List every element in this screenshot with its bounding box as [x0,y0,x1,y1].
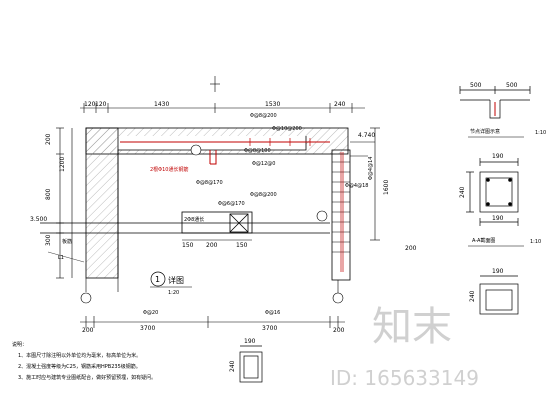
joint-detail [459,86,531,119]
top-dimension-line [80,103,365,113]
small-section-right [479,275,519,315]
joint-title: 节点详图示意 [470,128,500,135]
note-1: 1、本图尺寸除注明以外单位均为毫米，标高单位为米。 [18,352,141,359]
left-column [85,127,119,279]
bottom-dim-1: 200 [82,327,94,334]
top-dim-5: 240 [334,101,346,108]
note-2: 2、混凝土强度等级为C25，钢筋采用HPB235级钢筋。 [18,363,141,370]
top-dim-2: 120 [95,101,107,108]
label-small-box: 2根Φ10通长钢筋 [150,166,188,173]
mid-beam [40,211,330,234]
right-rebar-1: Φ@4@18 [345,183,368,189]
small-section-dim-left: 240 [469,290,476,302]
top-dim-3: 1430 [154,101,169,108]
mid-dim-3: 150 [236,242,248,249]
right-dim-1600: 1600 [383,180,390,195]
left-dim-800: 800 [45,188,52,200]
mid-dim-2: 200 [206,242,218,249]
top-axis-marker [210,76,220,92]
detail-number: 1 [155,275,160,284]
bottom-dim-3: 3700 [262,325,277,332]
top-dim-4: 1530 [265,101,280,108]
bottom-dim-4: 200 [333,327,345,334]
detail-scale: 1:20 [168,290,179,296]
small-section-bottom [239,345,263,383]
right-rebar-2: Φ@4@14 [368,157,374,180]
small-section-dim-top: 190 [492,268,504,275]
level-3500: 3.500 [30,216,47,223]
section-scale: 1:10 [530,239,541,245]
left-dim-300: 300 [45,234,52,246]
bottom-tag-1: Φ@20 [143,310,158,316]
section-dim-top: 190 [492,153,504,160]
bottom-dimension-line [80,316,345,328]
section-markers [80,144,344,304]
level-4740: 4.740 [358,132,375,139]
top-dim-1: 120 [84,101,96,108]
rebar-label-1: Φ@8@200 [250,113,277,119]
right-dim-200: 200 [405,245,417,252]
section-dim-left: 240 [459,186,466,198]
bottom-tag-2: Φ@16 [265,310,280,316]
detail-label: 详图 [168,275,184,285]
section-title: A-A截面图 [472,237,495,244]
rebar-label-6: Φ@6@170 [218,201,245,207]
tag-pl: 板筋 [62,238,72,245]
watermark-id: ID: 165633149 [330,366,479,390]
rebar-label-2: Φ@10@200 [272,126,302,132]
small-bottom-dim-top: 190 [244,338,256,345]
label-bottom-box: 2Φ8通长 [184,216,204,223]
joint-dim-1: 500 [470,82,482,89]
note-3: 3、施工时应与建筑专业图纸配合，做好预留预埋，如有疑问。 [18,374,156,381]
joint-scale: 1:10 [535,130,546,136]
rebar-label-7: Φ@8@200 [250,192,277,198]
rebar-label-5: Φ@8@170 [196,180,223,186]
detail-callout-circle [150,271,166,287]
mid-dim-1: 150 [182,242,194,249]
watermark-logo-text: 知末 [372,304,452,350]
aa-section [466,158,519,226]
tag-l1: L1 [58,255,64,261]
left-dim-1200: 1200 [59,157,66,172]
joint-dim-2: 500 [506,82,518,89]
small-bottom-dim-left: 240 [229,360,236,372]
bottom-dim-2: 3700 [140,325,155,332]
left-dim-200: 200 [45,133,52,145]
right-column [331,149,351,281]
rebar-label-3: Φ@8@100 [244,148,271,154]
rebar-label-4: Φ@12@0 [252,161,275,167]
notes-title: 说明： [12,341,27,348]
section-dim-bottom: 190 [492,215,504,222]
